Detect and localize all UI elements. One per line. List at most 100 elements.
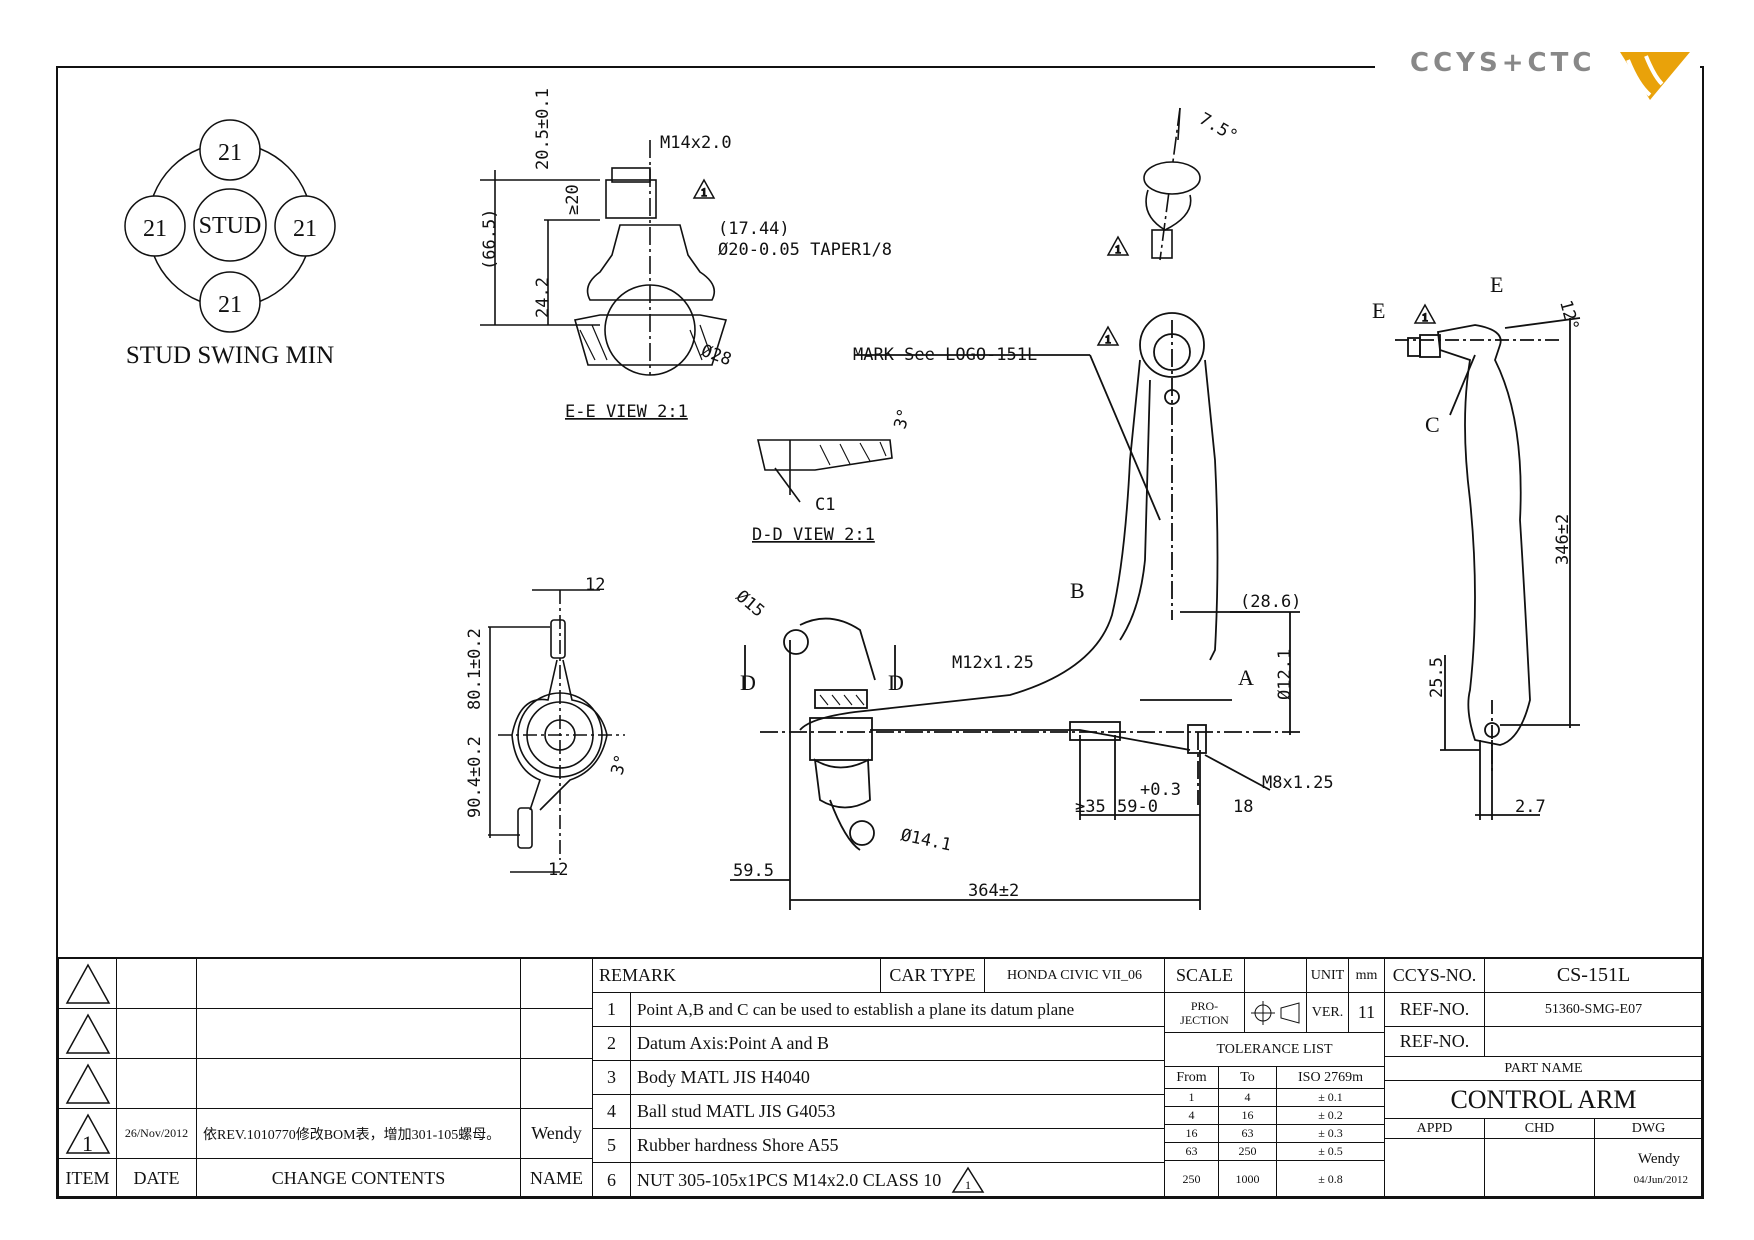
section-e-right-label: E [1490, 272, 1503, 297]
tol-header-to: To [1219, 1067, 1277, 1089]
top-stud-angle: 7.5° [1196, 109, 1241, 147]
main-dim-length: 364±2 [968, 881, 1019, 901]
ee-dim-height-top: 20.5±0.1 [533, 88, 553, 170]
tol-row-3-from: 16 [1165, 1125, 1219, 1143]
side-dim-offset: 2.7 [1515, 797, 1546, 817]
dwg-value: Wendy 04/Jun/2012 [1595, 1139, 1703, 1198]
main-dim-59-5: 59.5 [733, 861, 774, 881]
part-name-value: CONTROL ARM [1385, 1081, 1703, 1119]
company-logo: CCYS+CTC [1410, 48, 1595, 78]
rev-row-2-name [521, 1009, 593, 1059]
ee-dim-taper: Ø20-0.05 TAPER1/8 [718, 240, 892, 260]
bushing-dim-top: 12 [585, 575, 605, 595]
remark-2-text: Datum Axis:Point A and B [631, 1027, 1165, 1061]
tol-row-4-to: 250 [1219, 1143, 1277, 1161]
stud-swing-bottom-angle: 21 [218, 292, 242, 318]
bushing-dim-upper: 80.1±0.2 [465, 628, 485, 710]
projection-symbol [1245, 993, 1307, 1033]
ver-label: VER. [1307, 993, 1349, 1033]
ccys-no-value: CS-151L [1485, 959, 1703, 993]
rev-row-3-date [117, 1059, 197, 1109]
rev-triangle-1 [59, 959, 117, 1009]
tol-row-5-to: 1000 [1219, 1161, 1277, 1198]
tol-row-2-iso: ± 0.2 [1277, 1107, 1385, 1125]
logo-mark-icon [1620, 52, 1690, 100]
svg-text:1: 1 [1115, 242, 1121, 256]
tol-row-1-iso: ± 0.1 [1277, 1089, 1385, 1107]
chd-label: CHD [1485, 1119, 1595, 1139]
scale-label: SCALE [1165, 959, 1245, 993]
tol-row-2-from: 4 [1165, 1107, 1219, 1125]
main-dim-stud-thread: M8x1.25 [1262, 773, 1334, 793]
tol-row-5-from: 250 [1165, 1161, 1219, 1198]
rev-row-3-contents [197, 1059, 521, 1109]
car-type-label: CAR TYPE [881, 959, 985, 993]
bushing-dim-angle: 3° [608, 752, 633, 777]
svg-text:1: 1 [1422, 310, 1428, 324]
dd-dim-chamfer: C1 [815, 495, 835, 515]
remark-6-no: 6 [593, 1163, 631, 1198]
tol-row-3-to: 63 [1219, 1125, 1277, 1143]
ref-no-value: 51360-SMG-E07 [1485, 993, 1703, 1027]
warning-icon: 1 [692, 178, 716, 200]
remark-1-no: 1 [593, 993, 631, 1027]
side-view-drawing [1395, 317, 1581, 820]
ref-no2-label: REF-NO. [1385, 1027, 1485, 1057]
remark-3-no: 3 [593, 1061, 631, 1095]
warning-icon: 1 [1096, 325, 1120, 347]
tol-row-4-iso: ± 0.5 [1277, 1143, 1385, 1161]
stud-swing-left-angle: 21 [143, 216, 167, 242]
drawn-by: Wendy [1637, 1150, 1680, 1167]
side-dim-height: 346±2 [1553, 514, 1573, 565]
title-block: 1 26/Nov/2012 依REV.1010770修改BOM表，增加301-1… [57, 957, 1703, 1198]
ref-no2-value [1485, 1027, 1703, 1057]
ver-value: 11 [1349, 993, 1385, 1033]
main-dim-59: 59-0 [1117, 797, 1158, 817]
chd-value [1485, 1139, 1595, 1198]
ee-dim-total: (66.5) [480, 209, 500, 270]
ccys-no-label: CCYS-NO. [1385, 959, 1485, 993]
tol-header-from: From [1165, 1067, 1219, 1089]
rev-row-4-contents: 依REV.1010770修改BOM表，增加301-105螺母。 [197, 1109, 521, 1159]
tol-row-4-from: 63 [1165, 1143, 1219, 1161]
remark-2-no: 2 [593, 1027, 631, 1061]
projection-label: PRO- JECTION [1165, 993, 1245, 1033]
remark-1-text: Point A,B and C can be used to establish… [631, 993, 1165, 1027]
point-c-label: C [1425, 412, 1440, 437]
bushing-dim-lower: 90.4±0.2 [465, 736, 485, 818]
warning-icon: 1 [951, 1166, 985, 1193]
ee-view-drawing [480, 140, 728, 376]
remark-5-no: 5 [593, 1129, 631, 1163]
section-d-right-label: D [888, 670, 904, 695]
tol-header-iso: ISO 2769m [1277, 1067, 1385, 1089]
tol-row-2-to: 16 [1219, 1107, 1277, 1125]
tol-row-5-iso: ± 0.8 [1277, 1161, 1385, 1198]
rev-triangle-2 [59, 1009, 117, 1059]
main-dim-eye-dia: Ø15 [732, 587, 768, 622]
stud-swing-top-angle: 21 [218, 140, 242, 166]
point-b-label: B [1070, 578, 1085, 603]
dwg-label: DWG [1595, 1119, 1703, 1139]
ee-dim-min: ≥20 [563, 184, 583, 215]
stud-swing-title: STUD SWING MIN [126, 342, 334, 369]
point-a-label: A [1238, 665, 1254, 690]
drawing-frame [56, 66, 1704, 1199]
ball-stud-top-drawing [1143, 107, 1201, 261]
dd-view-drawing [756, 439, 893, 503]
section-d-left-label: D [740, 670, 756, 695]
main-dim-bolt: M12x1.25 [952, 653, 1034, 673]
side-dim-angle: 12° [1555, 298, 1582, 333]
warning-icon: 1 [1106, 235, 1130, 257]
remark-6-row: NUT 305-105x1PCS M14x2.0 CLASS 10 1 [631, 1163, 1165, 1198]
main-dim-offset: (28.6) [1240, 592, 1301, 612]
appd-value [1385, 1139, 1485, 1198]
projection-icon [1250, 1000, 1299, 1025]
remark-header: REMARK [593, 959, 881, 993]
unit-value: mm [1349, 959, 1385, 993]
stud-swing-right-angle: 21 [293, 216, 317, 242]
tolerance-title: TOLERANCE LIST [1165, 1033, 1385, 1067]
rev-row-2-date [117, 1009, 197, 1059]
rev-row-4-date: 26/Nov/2012 [117, 1109, 197, 1159]
rev-row-1-date [117, 959, 197, 1009]
